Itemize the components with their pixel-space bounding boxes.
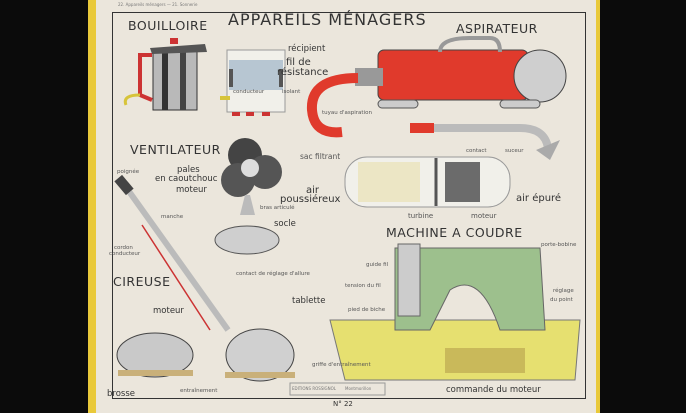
label-fil: fil de bbox=[286, 57, 311, 68]
label-commande: commande du moteur bbox=[446, 385, 541, 395]
vacuum-illustration bbox=[306, 36, 567, 160]
label-contact: contact bbox=[466, 148, 487, 154]
label-turbine: turbine bbox=[408, 212, 434, 220]
label-porte-bobine: porte-bobine bbox=[541, 242, 577, 248]
bouilloire-title: BOUILLOIRE bbox=[128, 18, 208, 33]
label-manche: manche bbox=[161, 214, 184, 220]
label-air: air bbox=[306, 185, 320, 196]
label-griffe: griffe d'entraînement bbox=[312, 362, 371, 368]
label-brosse: brosse bbox=[107, 389, 135, 399]
kettle-diagram bbox=[220, 49, 286, 116]
ventilateur-title: VENTILATEUR bbox=[130, 142, 221, 157]
label-tablette: tablette bbox=[292, 296, 326, 306]
fan-illustration bbox=[214, 138, 282, 255]
machine-title: MACHINE A COUDRE bbox=[386, 225, 523, 240]
label-contact-allure: contact de réglage d'allure bbox=[236, 271, 310, 277]
publisher-city: Montmorillon bbox=[345, 386, 372, 391]
label-tension: tension du fil bbox=[345, 283, 381, 289]
label-bras: bras articulé bbox=[260, 205, 295, 211]
label-poignee: poignée bbox=[117, 169, 140, 175]
poster-frame bbox=[112, 12, 586, 399]
label-moteur-cireuse: moteur bbox=[153, 306, 184, 316]
label-sac-filtrant: sac filtrant bbox=[300, 152, 341, 161]
label-tuyau: tuyau d'aspiration bbox=[322, 110, 372, 116]
label-resistance: résistance bbox=[277, 67, 329, 78]
label-cordon: cordon bbox=[114, 245, 133, 251]
label-guide-fil: guide fil bbox=[366, 262, 389, 268]
label-suceur: suceur bbox=[505, 148, 524, 154]
aspirateur-title: ASPIRATEUR bbox=[456, 21, 538, 36]
label-recipient: récipient bbox=[288, 44, 326, 54]
kettle-illustration bbox=[123, 38, 207, 111]
label-socle: socle bbox=[274, 219, 296, 229]
label-moteur-aspirateur: moteur bbox=[471, 212, 497, 220]
label-conducteur: conducteur bbox=[233, 89, 265, 95]
publisher: EDITIONS ROSSIGNOL bbox=[292, 386, 337, 391]
label-air-epure: air épuré bbox=[516, 193, 562, 204]
label-cordon-conducteur: conducteur bbox=[109, 251, 141, 257]
poster-number: N° 22 bbox=[333, 400, 353, 408]
label-reglage: réglage bbox=[553, 288, 574, 294]
label-pales: pales bbox=[177, 165, 200, 175]
vacuum-diagram bbox=[344, 156, 511, 208]
label-poussiereux: poussiéreux bbox=[280, 194, 341, 205]
publisher-box bbox=[289, 382, 386, 396]
label-du-point: du point bbox=[550, 297, 573, 303]
label-moteur-ventilateur: moteur bbox=[176, 185, 207, 195]
label-entrainement: entraînement bbox=[180, 388, 218, 394]
label-isolant: isolant bbox=[282, 89, 301, 95]
label-pied-de-biche: pied de biche bbox=[348, 307, 386, 313]
cireuse-title: CIREUSE bbox=[113, 274, 171, 289]
margin-note: 22. Appareils ménagers — 21. Sonnerie bbox=[118, 2, 198, 7]
sewing-machine-illustration bbox=[329, 243, 581, 381]
label-caoutchouc: en caoutchouc bbox=[155, 174, 218, 184]
polisher-illustration bbox=[114, 174, 295, 382]
poster-title: APPAREILS MÉNAGERS bbox=[228, 10, 427, 29]
